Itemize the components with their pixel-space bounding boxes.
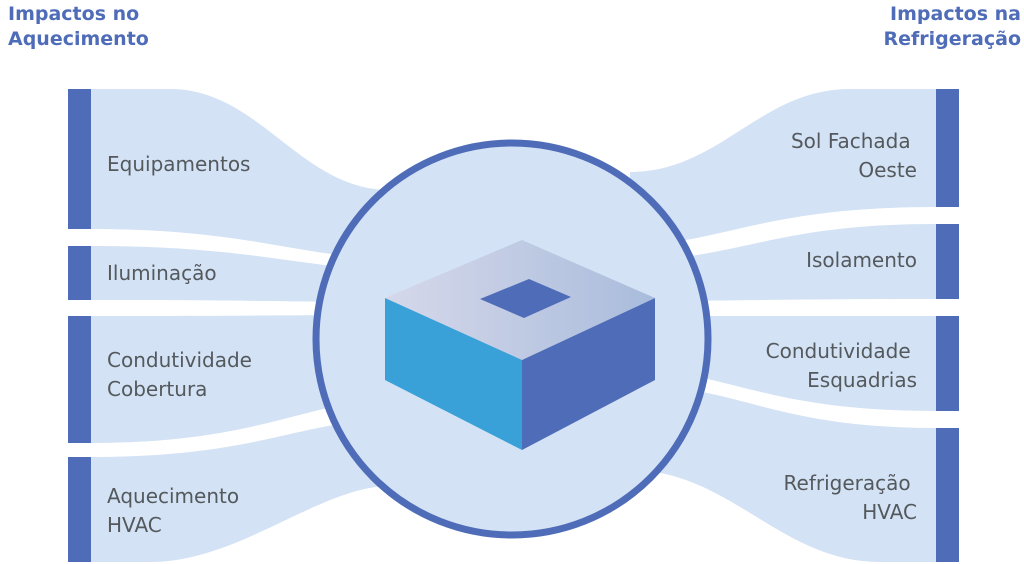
label-condutividade-cobertura: Condutividade Cobertura xyxy=(107,348,258,401)
flow-band-equipamentos xyxy=(91,89,390,258)
bar-aquecimento-hvac xyxy=(68,457,91,562)
heading-line: Refrigeração xyxy=(883,28,1021,50)
label-isolamento: Isolamento xyxy=(806,248,917,272)
bar-sol-fachada-oeste xyxy=(936,89,959,207)
bar-refrigeracao-hvac xyxy=(936,428,959,562)
label-aquecimento-hvac: Aquecimento HVAC xyxy=(107,484,245,537)
heating-impacts-heading: Impactos no Aquecimento xyxy=(8,2,149,52)
label-condutividade-esquadrias: Condutividade Esquadrias xyxy=(766,339,917,392)
label-refrigeracao-hvac: Refrigeração HVAC xyxy=(784,471,917,524)
heading-line: Impactos no xyxy=(8,3,140,25)
flow-band-sol-fachada-oeste xyxy=(630,89,936,245)
flow-band-isolamento xyxy=(630,224,936,301)
flow-band-iluminacao xyxy=(91,246,390,302)
right-flow-bands xyxy=(630,89,936,562)
building-box-icon xyxy=(385,240,655,450)
bar-equipamentos xyxy=(68,89,91,229)
label-iluminacao: Iluminação xyxy=(107,261,217,285)
box-left-face xyxy=(385,298,522,450)
label-equipamentos: Equipamentos xyxy=(107,152,250,176)
flow-band-aquecimento-hvac xyxy=(91,420,390,562)
heading-line: Aquecimento xyxy=(8,28,149,50)
right-bars xyxy=(936,89,959,562)
right-labels: Sol Fachada Oeste Isolamento Condutivida… xyxy=(766,129,917,524)
label-sol-fachada-oeste: Sol Fachada Oeste xyxy=(791,129,917,182)
flow-band-refrigeracao-hvac xyxy=(630,385,936,562)
left-bars xyxy=(68,89,91,562)
cooling-impacts-heading: Impactos na Refrigeração xyxy=(884,2,1021,52)
left-labels: Equipamentos Iluminação Condutividade Co… xyxy=(107,152,258,537)
bar-condutividade-cobertura xyxy=(68,316,91,443)
box-right-face xyxy=(522,298,655,450)
box-roof-opening xyxy=(480,279,571,318)
bar-isolamento xyxy=(936,224,959,299)
heading-line: Impactos na xyxy=(890,3,1021,25)
bar-iluminacao xyxy=(68,246,91,300)
bar-condutividade-esquadrias xyxy=(936,316,959,411)
